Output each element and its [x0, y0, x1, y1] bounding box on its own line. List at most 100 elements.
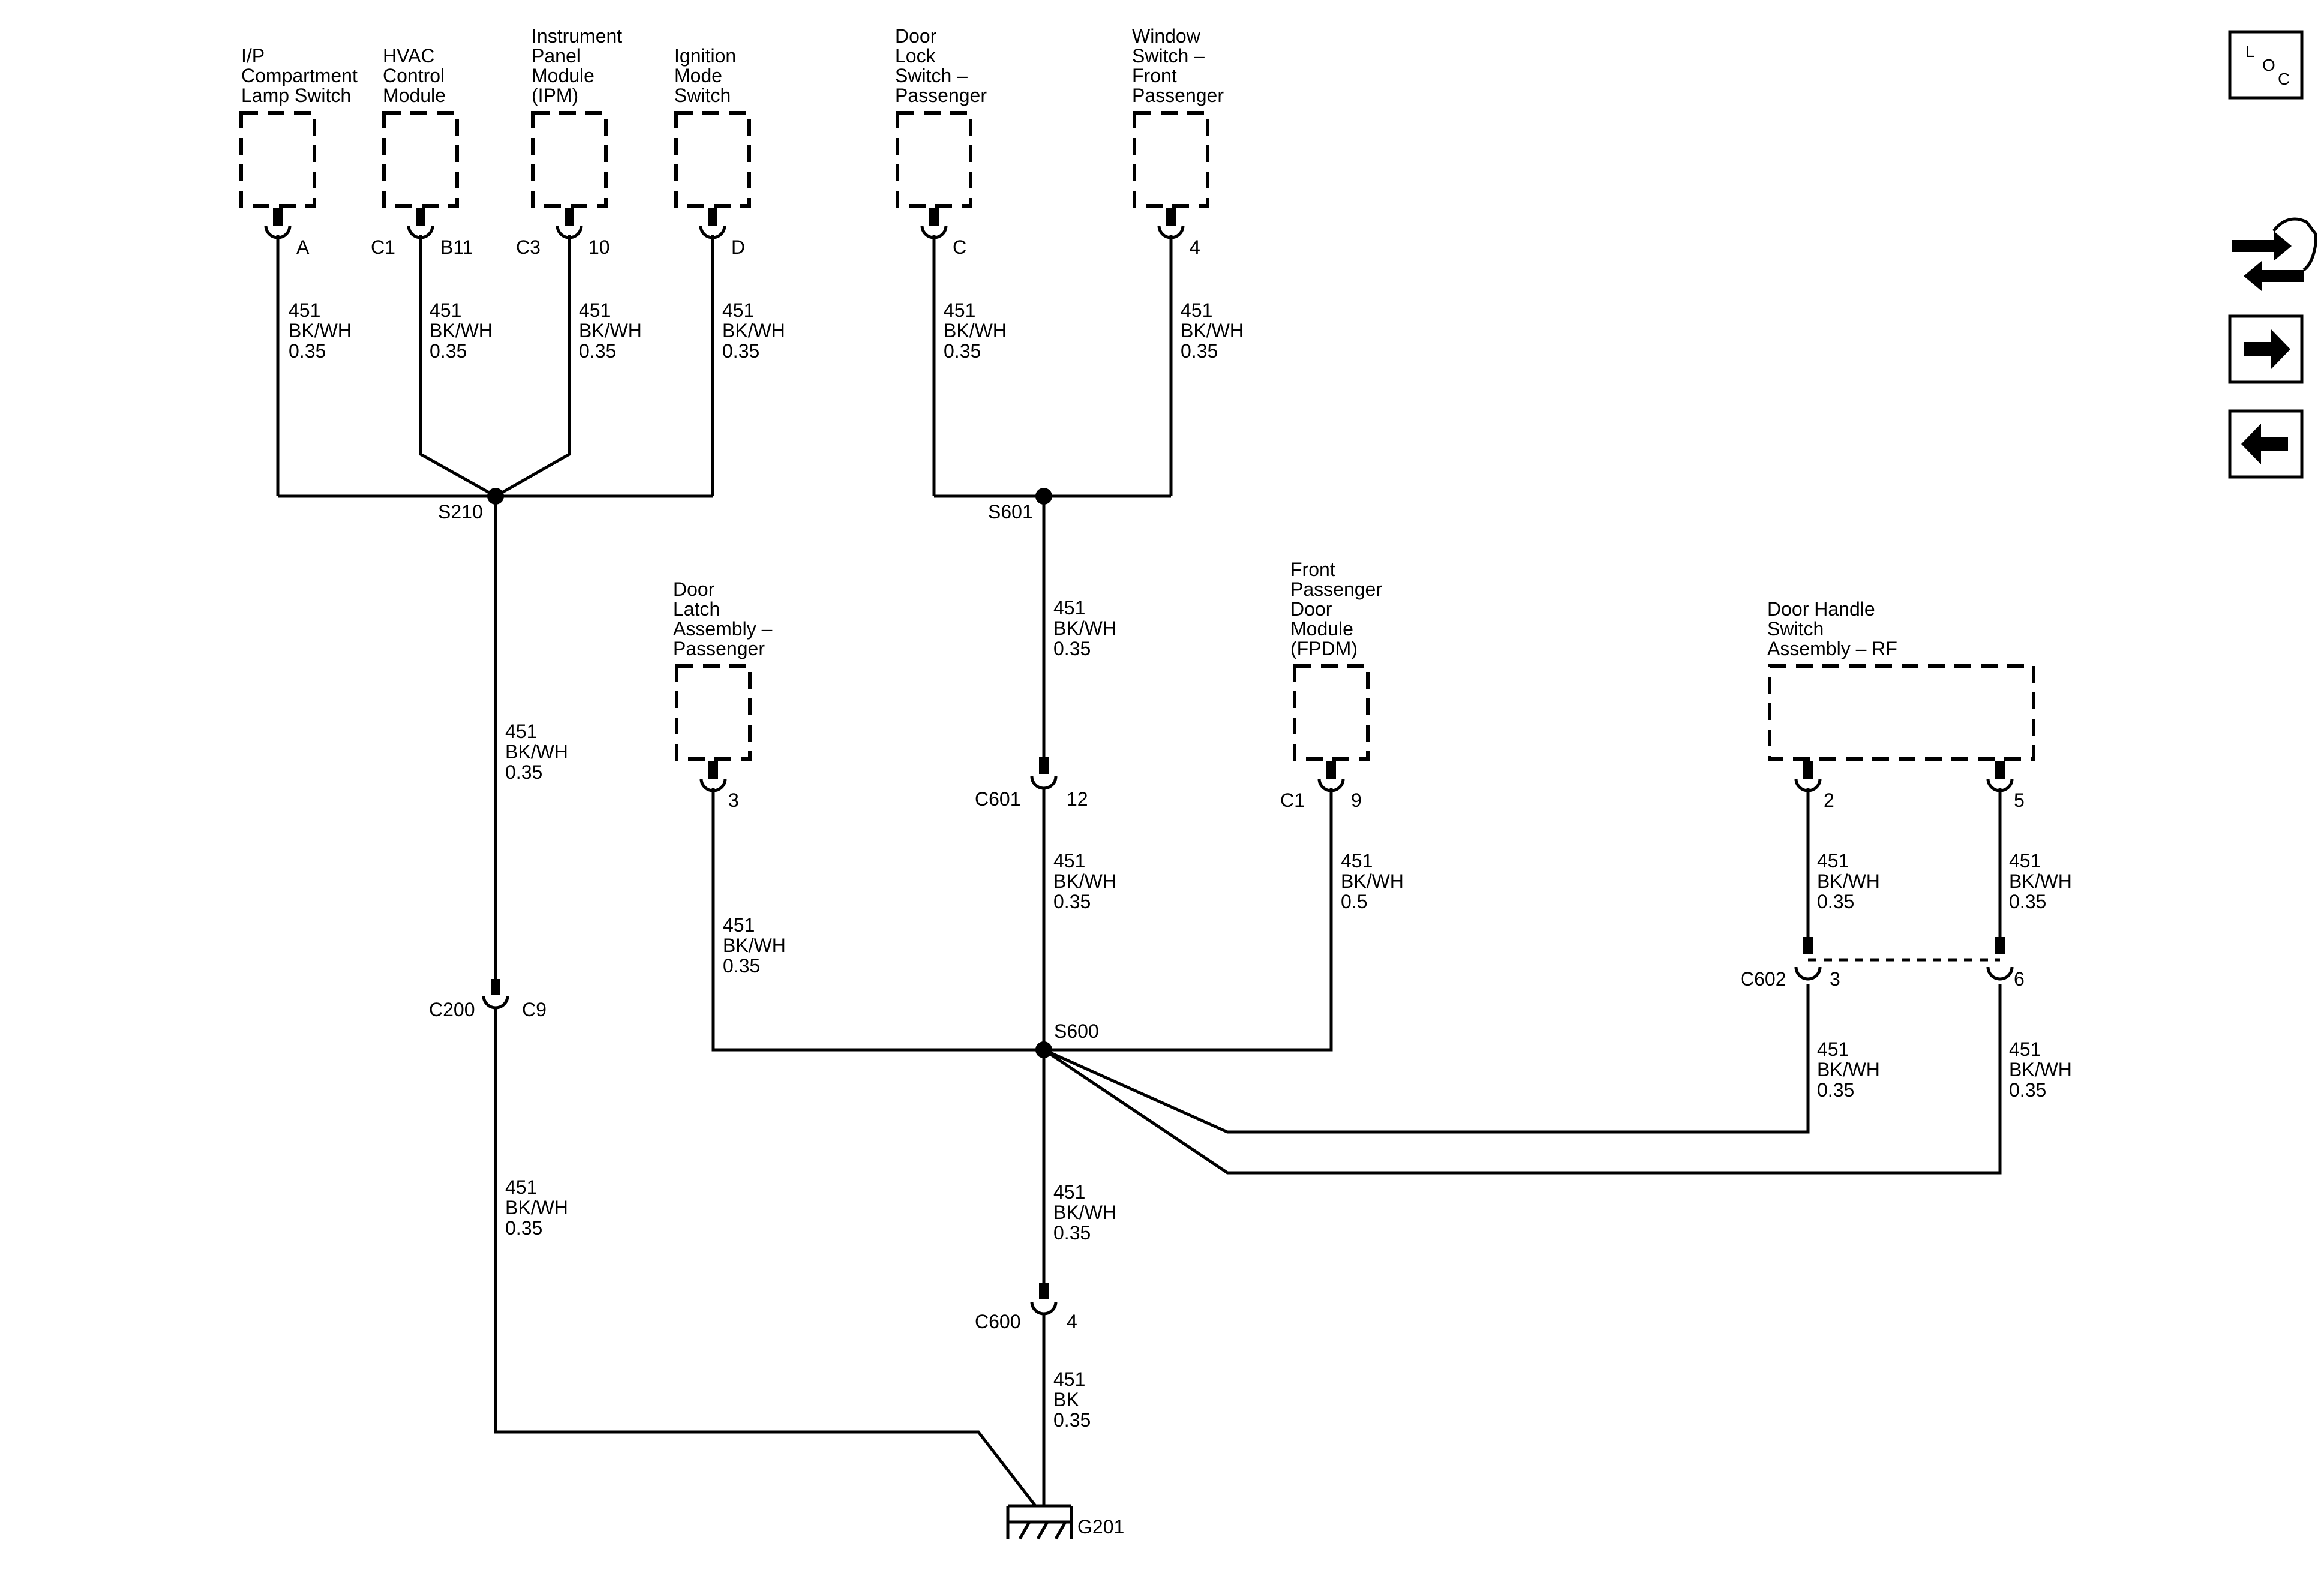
- loc-icon[interactable]: L O C: [2228, 30, 2304, 100]
- terminal-hvac: [407, 208, 434, 239]
- wire-s600-c602-6: [1043, 984, 2002, 1175]
- pin-door-lock: C: [953, 236, 966, 258]
- hvac-module-box[interactable]: [382, 111, 459, 208]
- pin-ipm: 10: [588, 236, 610, 258]
- connector-c200[interactable]: [482, 979, 509, 1010]
- pin-fpdm: 9: [1351, 789, 1362, 811]
- label-c600: C600: [975, 1311, 1021, 1332]
- pin-ip-lamp: A: [296, 236, 310, 258]
- connector-c601[interactable]: [1030, 757, 1058, 790]
- connector-icon[interactable]: [2232, 217, 2317, 291]
- wire-ipm: [494, 235, 571, 498]
- pin-c602-3: 3: [1830, 968, 1840, 990]
- connector-c602-6[interactable]: [1986, 937, 2014, 981]
- label-c602: C602: [1740, 968, 1786, 990]
- door-latch-box[interactable]: [675, 664, 752, 761]
- label-c601: C601: [975, 788, 1021, 810]
- pin-handle-5: 5: [2014, 789, 2025, 811]
- conn-hvac: C1: [371, 236, 395, 258]
- fpdm-box[interactable]: [1293, 664, 1370, 761]
- splice-s210[interactable]: [487, 488, 504, 505]
- component-boxes: [239, 111, 2035, 761]
- ipm-box[interactable]: [531, 111, 608, 208]
- terminal-door-latch: [699, 761, 727, 792]
- terminal-door-lock: [920, 208, 948, 239]
- ip-lamp-switch-box[interactable]: [239, 111, 316, 208]
- splice-s600[interactable]: [1035, 1041, 1052, 1058]
- wire-hvac: [419, 235, 497, 498]
- pin-ignition: D: [731, 236, 745, 258]
- label-g201: G201: [1077, 1516, 1124, 1538]
- door-lock-switch-box[interactable]: [896, 111, 972, 208]
- connector-symbols: [264, 208, 2014, 1316]
- conn-fpdm: C1: [1280, 789, 1305, 811]
- loc-letter: C: [2278, 70, 2290, 88]
- label-s601: S601: [988, 501, 1033, 523]
- terminal-handle-5: [1986, 761, 2014, 792]
- pin-window: 4: [1190, 236, 1200, 258]
- terminal-window: [1157, 208, 1185, 239]
- pin-c600: 4: [1067, 1311, 1077, 1332]
- ignition-switch-box[interactable]: [674, 111, 751, 208]
- forward-arrow-icon[interactable]: [2228, 314, 2304, 384]
- wire-fpdm: [1044, 788, 1333, 1052]
- pin-labels: A C1 B11 C3 10 D C 4 3 C1 9 2 5 12 3 6 C…: [296, 236, 2025, 1538]
- terminal-ipm: [556, 208, 583, 239]
- door-handle-switch-box[interactable]: [1768, 664, 2035, 761]
- back-arrow-icon[interactable]: [2228, 409, 2304, 479]
- pin-c602-6: 6: [2014, 968, 2025, 990]
- window-switch-box[interactable]: [1133, 111, 1209, 208]
- pin-door-latch: 3: [728, 789, 739, 811]
- terminal-fpdm: [1317, 761, 1345, 792]
- connector-c600[interactable]: [1030, 1283, 1058, 1316]
- pin-c200: C9: [522, 999, 547, 1020]
- label-c200: C200: [429, 999, 475, 1020]
- splices: [487, 488, 1052, 1058]
- wire-door-latch: [711, 788, 1044, 1052]
- connector-c602-3[interactable]: [1794, 937, 1822, 981]
- terminal-ip-lamp: [264, 208, 292, 239]
- splice-s601[interactable]: [1035, 488, 1052, 505]
- wire-c200-g201: [494, 1008, 1037, 1507]
- pin-hvac: B11: [440, 236, 473, 258]
- loc-letter: L: [2245, 42, 2255, 61]
- terminal-ignition: [699, 208, 726, 239]
- nav-panel: L O C: [2228, 30, 2317, 479]
- pin-c601: 12: [1067, 788, 1088, 810]
- wire-s600-c602-3: [1043, 984, 1810, 1134]
- wires: [276, 235, 2002, 1507]
- terminal-handle-2: [1794, 761, 1822, 792]
- label-s210: S210: [438, 501, 483, 523]
- ground-g201-symbol[interactable]: [1006, 1504, 1073, 1540]
- loc-letter: O: [2262, 56, 2275, 74]
